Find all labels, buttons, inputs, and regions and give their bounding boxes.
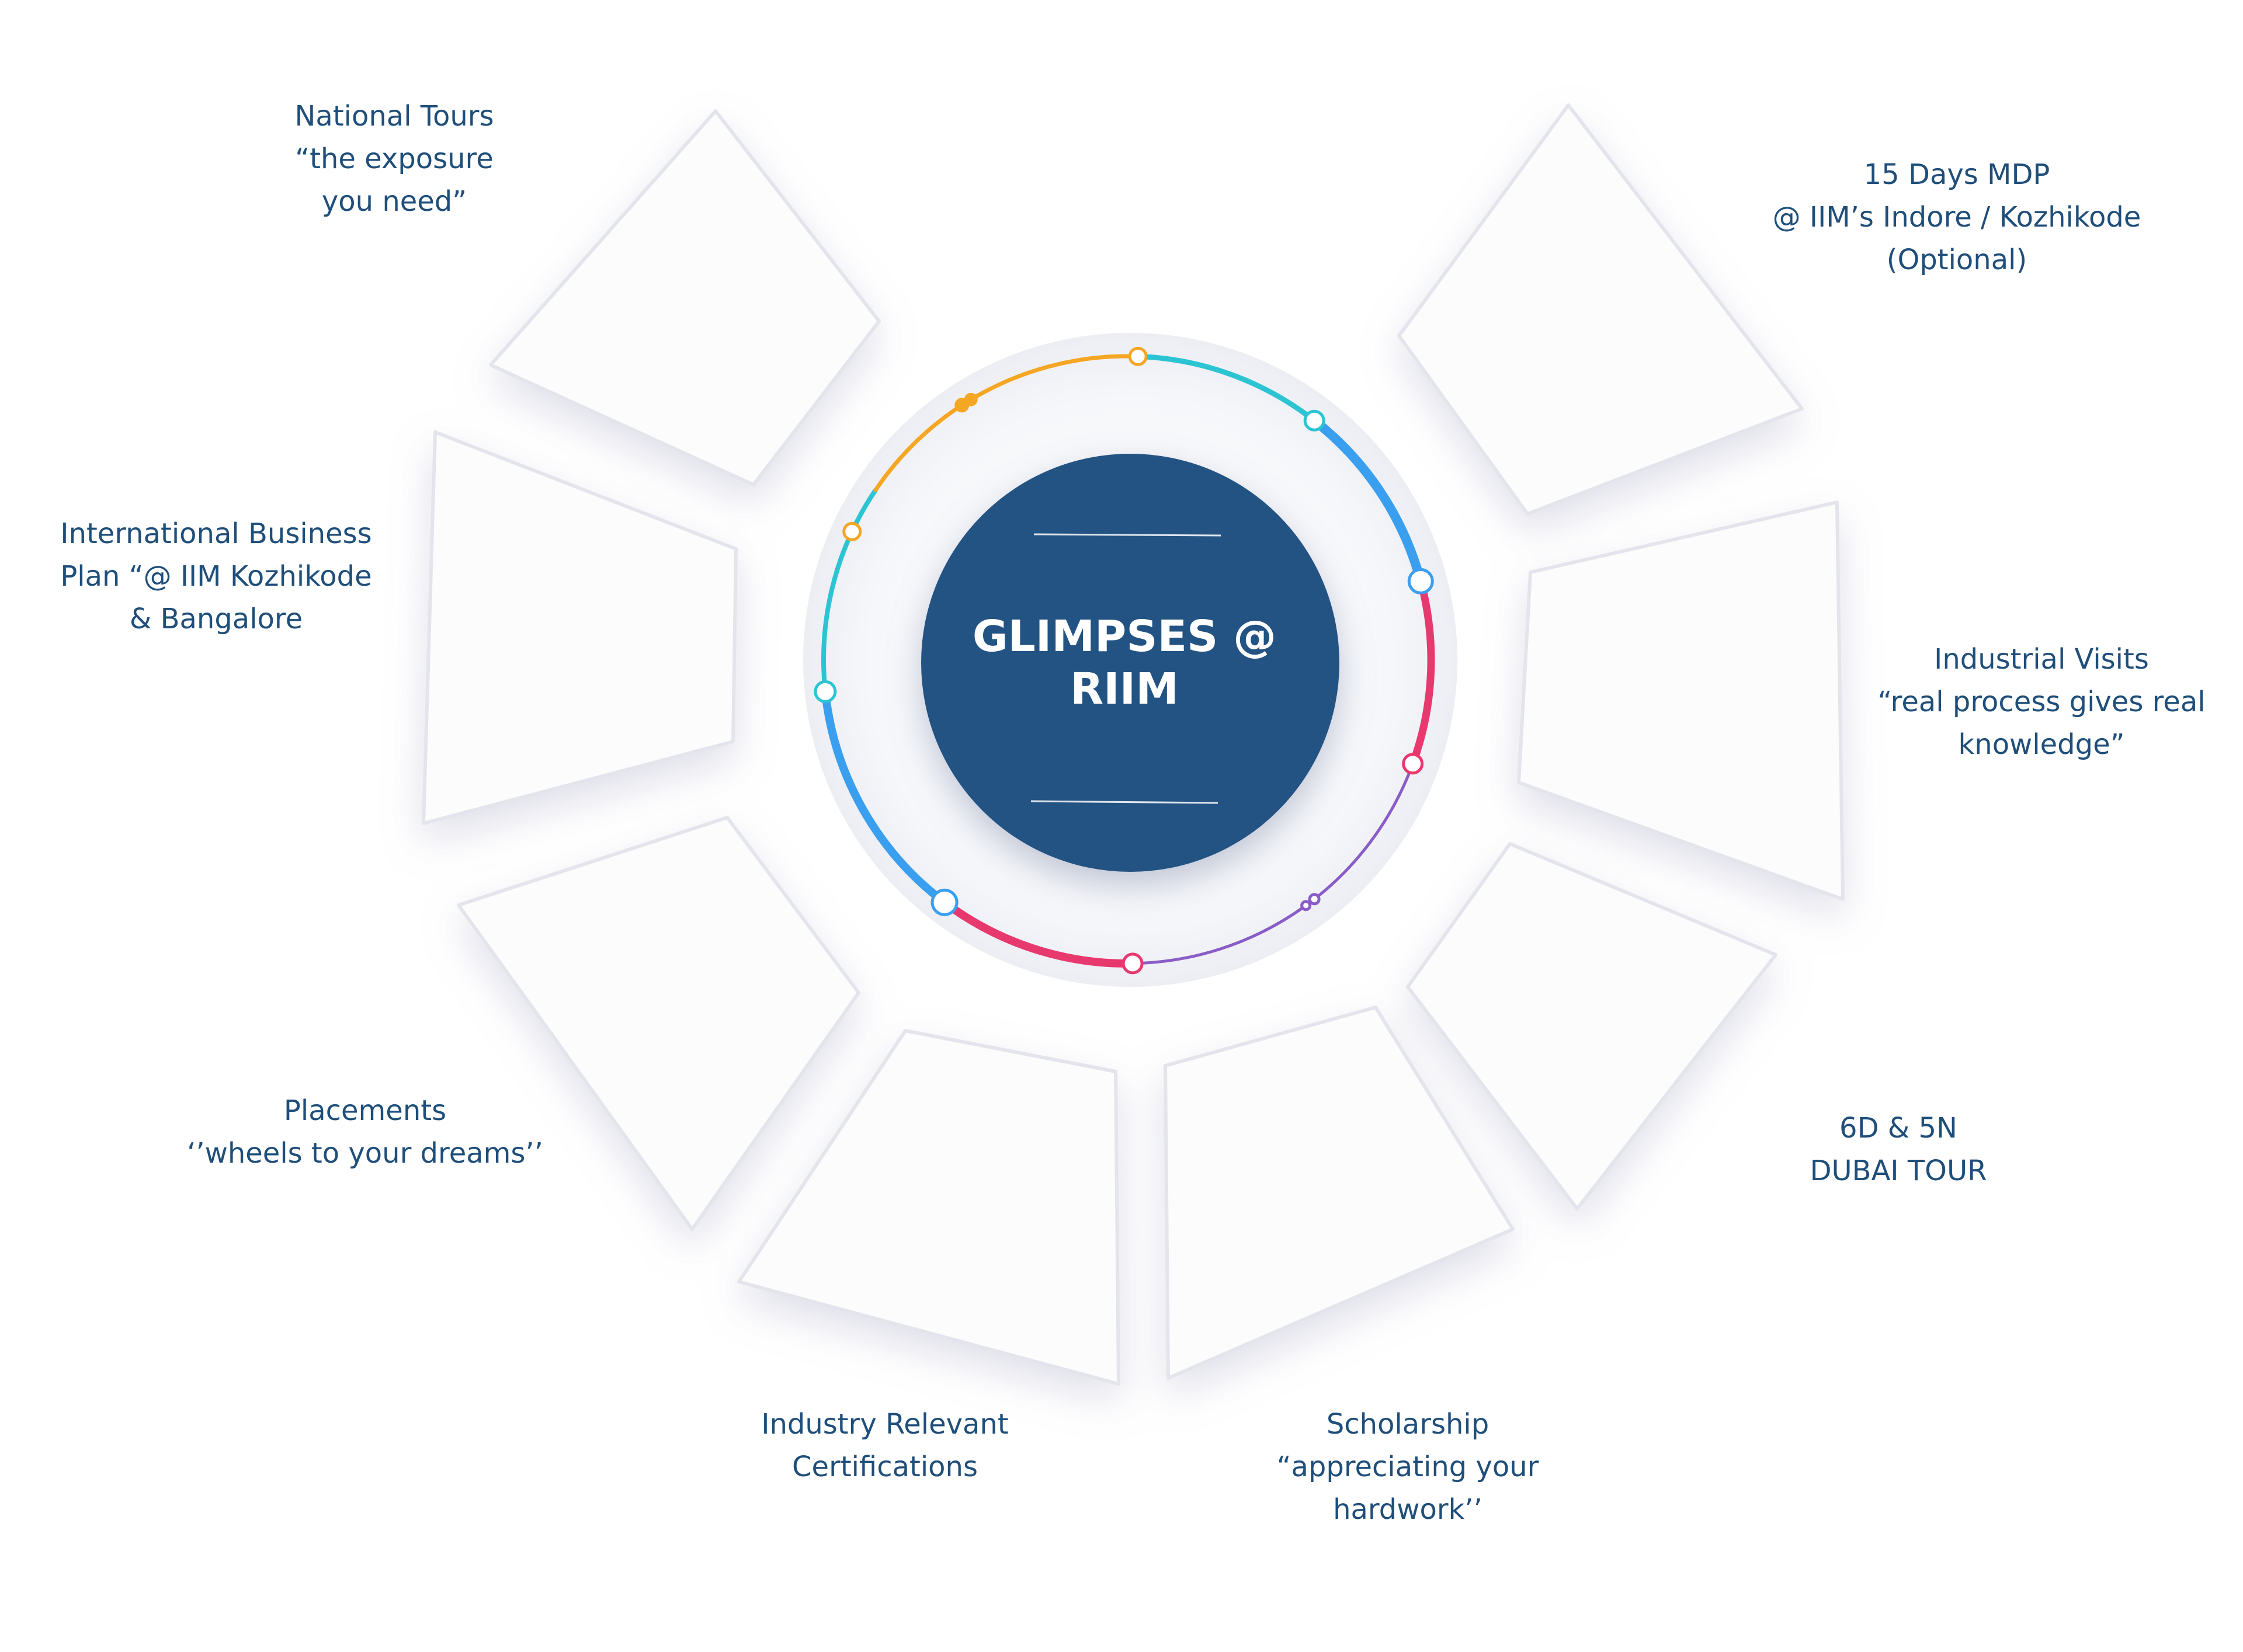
card-industrial-visits: [1517, 500, 1845, 901]
label-line: ‘’wheels to your dreams’’: [187, 1137, 543, 1170]
label-line: “the exposure: [295, 142, 494, 175]
label-line: knowledge”: [1958, 728, 2125, 761]
label-line: International Business: [60, 517, 372, 550]
ring-marker: [814, 680, 837, 703]
label-line: Scholarship: [1326, 1408, 1489, 1441]
card-certifications: [737, 1029, 1120, 1386]
progress-ring: [814, 346, 1435, 975]
card-mdp: [1397, 103, 1804, 516]
ring-arc-orange-top: [873, 354, 1135, 492]
label-international-business-plan: International Business Plan “@ IIM Kozhi…: [41, 513, 391, 641]
center-circle: [921, 454, 1339, 872]
label-line: (Optional): [1886, 244, 2027, 276]
ring-marker: [1300, 900, 1312, 912]
ring-marker: [1128, 346, 1148, 366]
ring-arc-pink-right: [1409, 577, 1435, 768]
label-line: Industry Relevant: [761, 1408, 1009, 1441]
ring-arc-teal-top: [1130, 353, 1317, 423]
label-line: “appreciating your: [1276, 1451, 1539, 1483]
label-industrial-visits: Industrial Visits “real process gives re…: [1852, 638, 2231, 766]
label-line: Industrial Visits: [1934, 643, 2149, 676]
label-mdp: 15 Days MDP @ IIM’s Indore / Kozhikode (…: [1752, 154, 2161, 281]
label-line: Placements: [283, 1094, 447, 1127]
label-line: 6D & 5N: [1839, 1112, 1957, 1145]
ring-marker: [1402, 753, 1424, 775]
center-bottom-divider: [1030, 800, 1218, 804]
label-line: 15 Days MDP: [1863, 158, 2050, 191]
label-national-tours: National Tours “the exposure you need”: [277, 95, 511, 223]
ring-marker: [842, 521, 862, 541]
ring-marker: [1407, 568, 1434, 594]
label-line: @ IIM’s Indore / Kozhikode: [1772, 201, 2141, 234]
label-dubai-tour: 6D & 5N DUBAI TOUR: [1782, 1107, 2015, 1192]
label-line: National Tours: [294, 100, 494, 133]
label-line: you need”: [321, 185, 467, 218]
label-line: & Bangalore: [129, 603, 303, 635]
label-line: DUBAI TOUR: [1810, 1154, 1987, 1187]
label-line: “real process gives real: [1877, 686, 2206, 718]
label-line: Plan “@ IIM Kozhikode: [60, 560, 372, 593]
ring-marker: [964, 392, 978, 406]
center-title: GLIMPSES @ RIIM: [920, 610, 1329, 715]
label-scholarship: Scholarship “appreciating your hardwork’…: [1238, 1403, 1577, 1531]
card-placements: [457, 816, 860, 1231]
ring-arc-teal-left: [821, 488, 878, 694]
label-line: Certifications: [792, 1451, 978, 1483]
label-certifications: Industry Relevant Certifications: [739, 1403, 1031, 1488]
card-dubai-tour: [1406, 842, 1777, 1211]
ring-marker: [1308, 893, 1321, 906]
center-title-line-2: RIIM: [1070, 664, 1179, 714]
card-scholarship: [1164, 1006, 1515, 1380]
center-top-divider: [1033, 533, 1221, 537]
ring-arc-blue-left: [821, 687, 949, 907]
label-placements: Placements ‘’wheels to your dreams’’: [175, 1090, 555, 1175]
card-group: [422, 103, 1845, 1386]
ring-arc-pink-bottom: [940, 898, 1137, 968]
label-line: hardwork’’: [1333, 1493, 1482, 1526]
ring-marker: [1122, 952, 1144, 975]
ring-marker: [1303, 409, 1325, 432]
ring-marker: [930, 888, 959, 916]
center-title-line-1: GLIMPSES @: [972, 611, 1277, 662]
card-international-business-plan: [422, 430, 738, 825]
card-national-tours: [489, 109, 881, 486]
ring-arc-blue-right: [1310, 416, 1426, 586]
